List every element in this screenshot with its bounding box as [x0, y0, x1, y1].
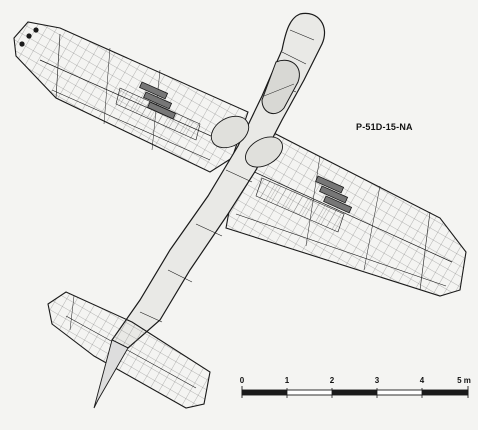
- aircraft-designation-label: P-51D-15-NA: [356, 122, 413, 132]
- wing-root-panels: [210, 115, 283, 168]
- left-wing: [13, 21, 249, 173]
- left-wing-guns: [139, 81, 177, 120]
- scale-tick-4: 4: [419, 376, 425, 385]
- right-wing-guns: [315, 175, 353, 214]
- canopy: [261, 59, 300, 115]
- scale-tick-0: 0: [239, 376, 245, 385]
- horizontal-stabilizer: [47, 291, 211, 409]
- right-wing: [225, 127, 467, 297]
- tail-cone: [93, 339, 129, 409]
- scale-tick-1: 1: [284, 376, 290, 385]
- scale-bar: [241, 386, 469, 398]
- scale-tick-5: 5 m: [457, 376, 471, 385]
- wing-star-insignia-left: [19, 27, 39, 47]
- scale-tick-3: 3: [374, 376, 380, 385]
- scale-tick-2: 2: [329, 376, 335, 385]
